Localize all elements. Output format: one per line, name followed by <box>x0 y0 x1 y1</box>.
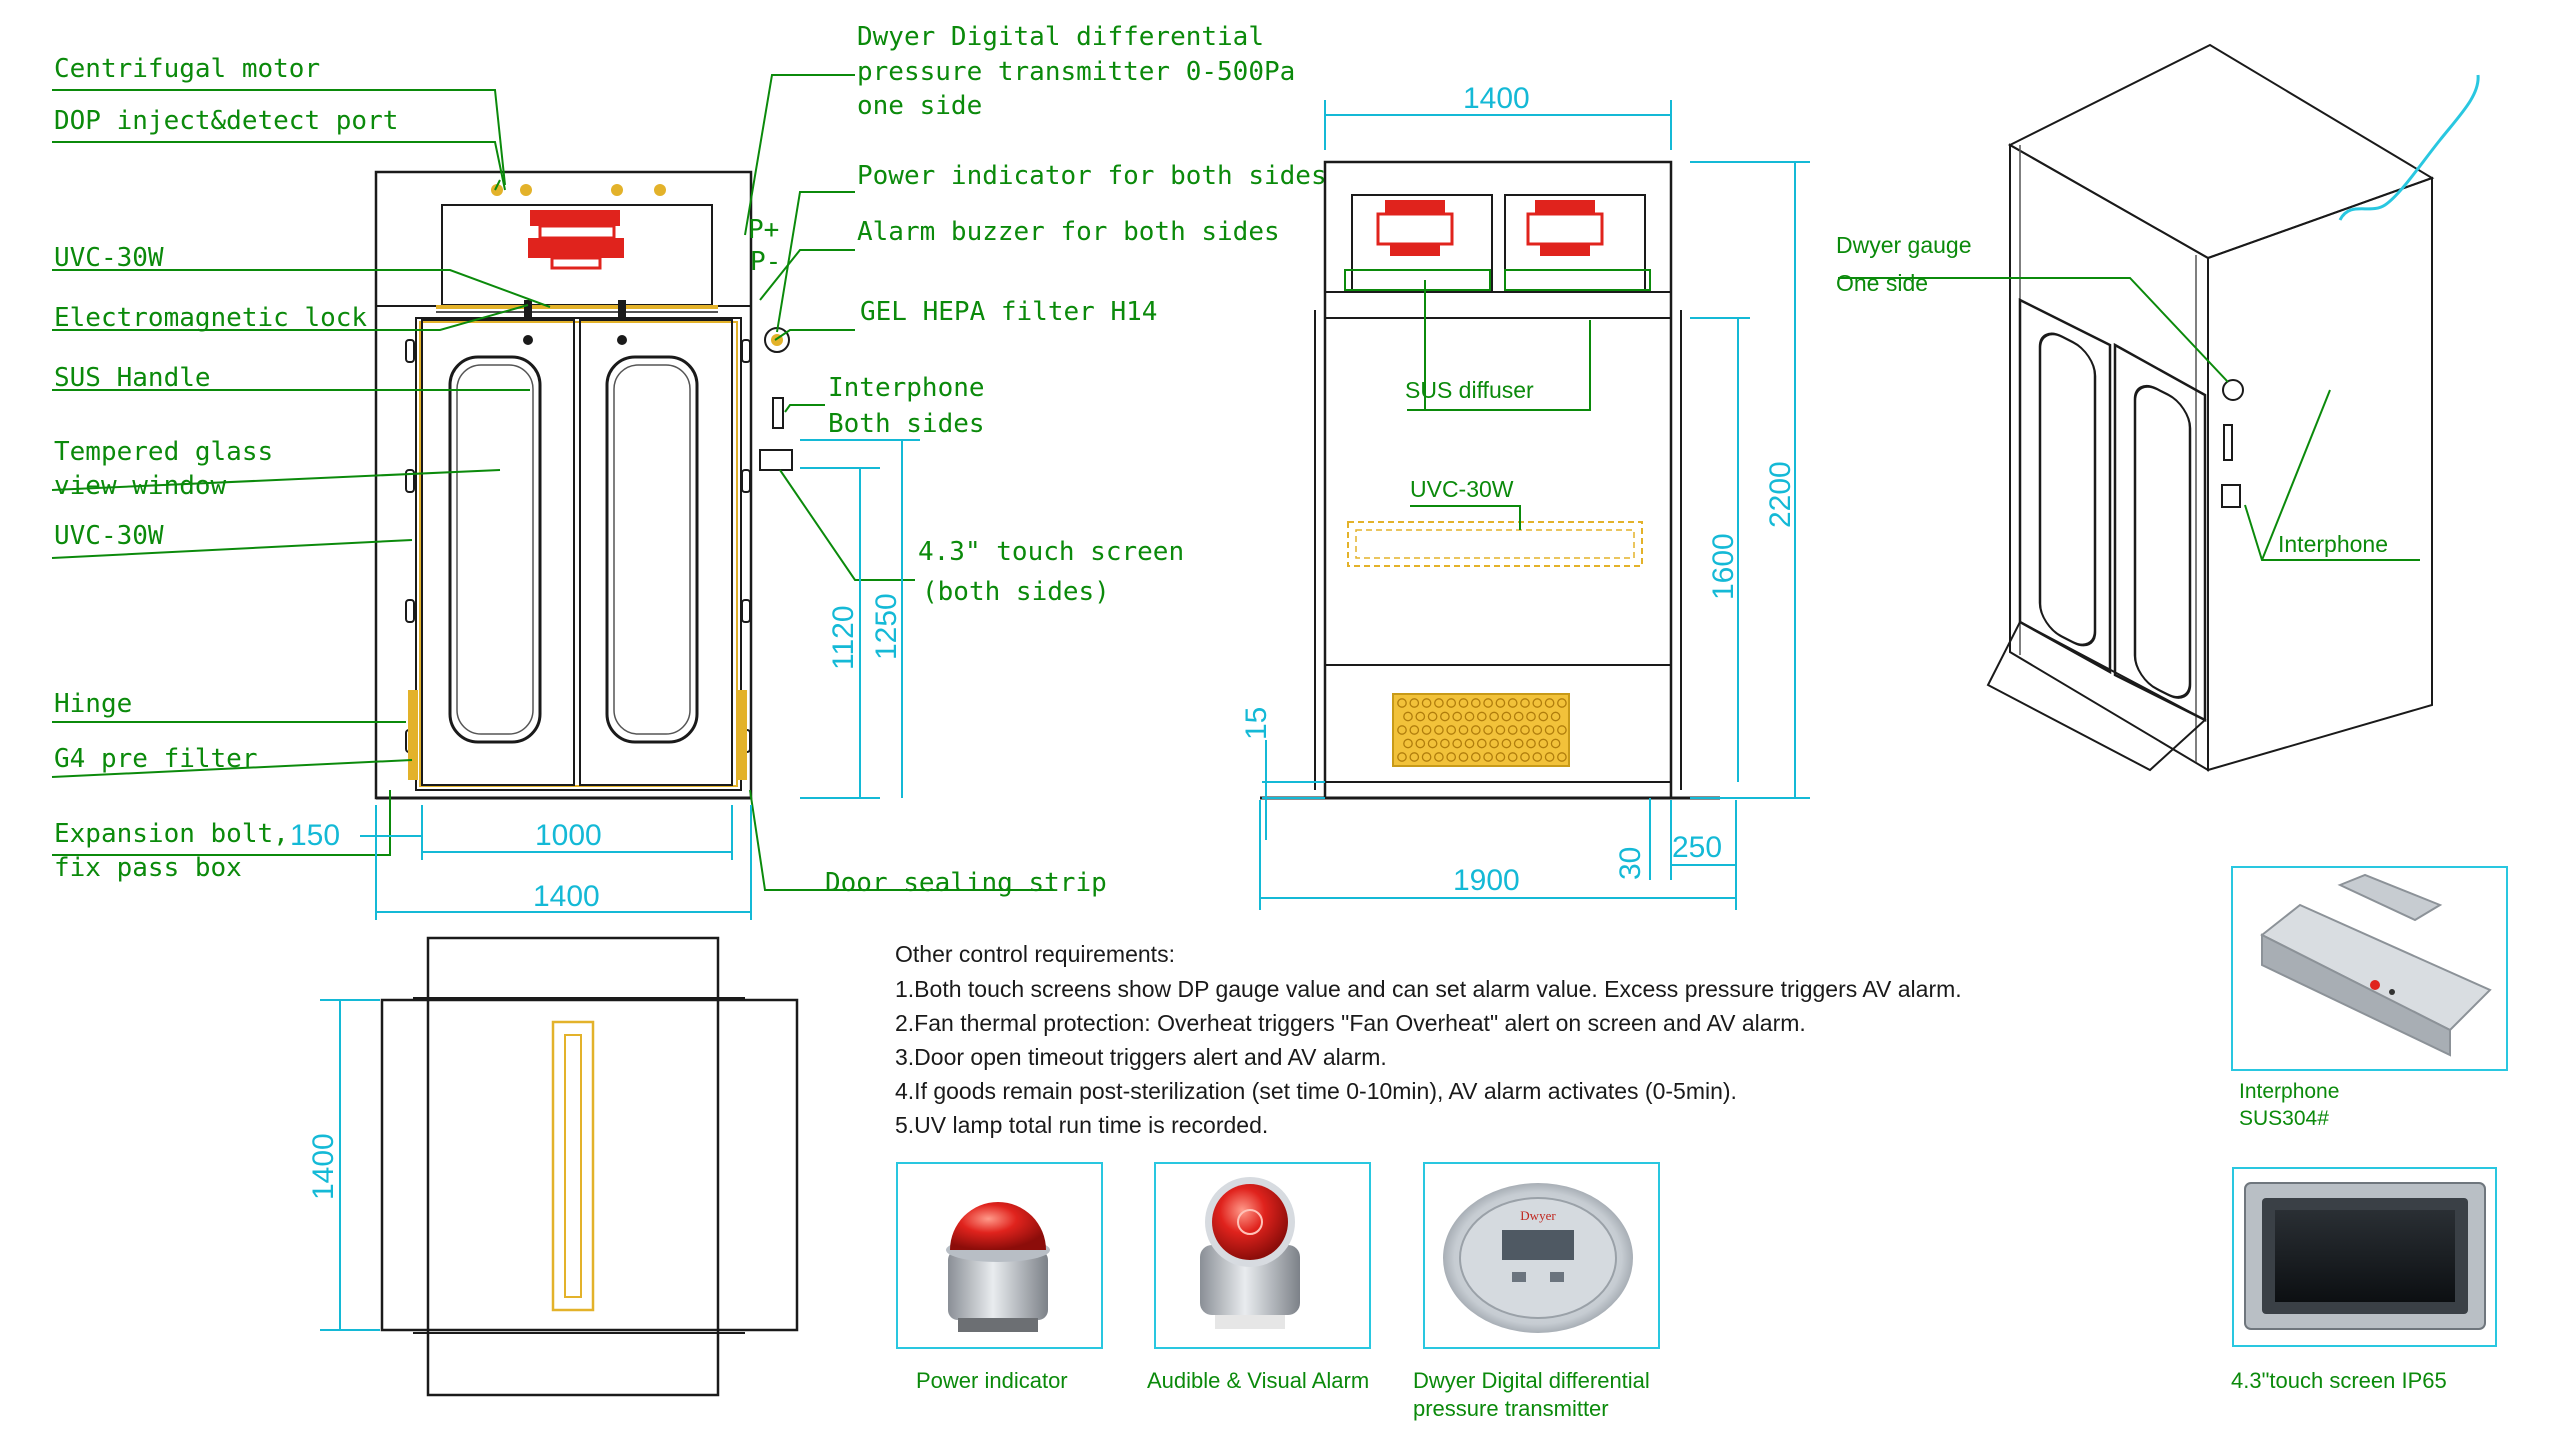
g4-filter-grille <box>1392 693 1570 767</box>
touchscreen-photo: 4.3"touch screen IP65 <box>2231 1167 2497 1393</box>
dim-1400-top: 1400 <box>307 1133 340 1200</box>
dim-1120: 1120 <box>827 605 860 670</box>
caption-power-indicator: Power indicator <box>916 1368 1068 1393</box>
dim-1400-front: 1400 <box>533 880 600 913</box>
top-dimension-lines <box>320 999 380 1331</box>
label-glass-1: Tempered glass <box>54 437 273 467</box>
fan-icons <box>1376 200 1604 256</box>
front-leader-lines <box>51 74 1053 891</box>
iso-dwyer-gauge-icon <box>2222 379 2244 401</box>
sus-handle-icons <box>523 300 627 345</box>
caption-touchscreen: 4.3"touch screen IP65 <box>2231 1368 2447 1393</box>
iso-top <box>2007 43 2435 260</box>
touch-screen-icon <box>759 449 793 471</box>
interphone-photo: Interphone SUS304# <box>2231 866 2508 1130</box>
label-dwyer-gauge-1: Dwyer gauge <box>1836 232 1972 258</box>
label-power-ind: Power indicator for both sides <box>857 161 1327 191</box>
power-indicator-photo: Power indicator <box>896 1162 1103 1393</box>
label-interphone-2: Both sides <box>828 409 985 439</box>
label-alarm: Alarm buzzer for both sides <box>857 217 1280 247</box>
label-touch-1: 4.3" touch screen <box>918 537 1184 567</box>
label-glass-2: view window <box>54 471 227 501</box>
dim-150: 150 <box>290 819 340 852</box>
top-uvc-lamp <box>551 1020 595 1312</box>
control-notes: Other control requirements: 1.Both touch… <box>895 941 1962 1138</box>
dim-1900: 1900 <box>1453 864 1520 897</box>
dim-2200: 2200 <box>1764 461 1797 528</box>
dim-1000: 1000 <box>535 819 602 852</box>
label-door-strip: Door sealing strip <box>825 868 1107 898</box>
label-centrifugal-motor: Centrifugal motor <box>54 54 320 84</box>
iso-interphone-icon <box>2221 484 2241 508</box>
label-g4-filter: G4 pre filter <box>54 744 258 774</box>
label-uvc-top: UVC-30W <box>54 243 164 273</box>
label-touch-2: (both sides) <box>922 577 1110 607</box>
label-sus-handle: SUS Handle <box>54 363 211 393</box>
left-view-window <box>448 355 542 744</box>
label-p-plus: P+ <box>748 215 779 245</box>
caption-av-alarm: Audible & Visual Alarm <box>1147 1368 1369 1393</box>
hinge-icons <box>405 339 751 780</box>
dim-1250: 1250 <box>870 593 903 660</box>
dwyer-photo: Dwyer Dwyer Digital differential pressur… <box>1413 1162 1660 1421</box>
dwyer-logo: Dwyer <box>1520 1208 1556 1223</box>
caption-dwyer-1: Dwyer Digital differential <box>1413 1368 1650 1393</box>
side-leader-lines <box>1407 280 1591 530</box>
note-item-5: 5.UV lamp total run time is recorded. <box>895 1112 1268 1138</box>
notes-title: Other control requirements: <box>895 941 1175 967</box>
label-em-lock: Electromagnetic lock <box>54 303 367 333</box>
label-bolt-2: fix pass box <box>54 853 242 883</box>
right-view-window <box>605 355 699 744</box>
side-dimension-lines <box>1259 100 1810 910</box>
caption-interphone-2: SUS304# <box>2239 1107 2329 1130</box>
av-alarm-photo: Audible & Visual Alarm <box>1147 1162 1371 1393</box>
uvc-lamp <box>1347 521 1643 567</box>
label-hepa: GEL HEPA filter H14 <box>860 297 1157 327</box>
note-item-4: 4.If goods remain post-sterilization (se… <box>895 1078 1737 1104</box>
front-view: Centrifugal motor DOP inject&detect port… <box>51 22 1327 920</box>
note-item-1: 1.Both touch screens show DP gauge value… <box>895 976 1962 1002</box>
dim-1400-side: 1400 <box>1463 82 1530 115</box>
top-outline <box>426 936 720 1397</box>
caption-dwyer-2: pressure transmitter <box>1413 1396 1609 1421</box>
label-interphone-1: Interphone <box>828 373 985 403</box>
dim-30: 30 <box>1614 847 1647 880</box>
label-p-minus: P- <box>750 247 781 277</box>
front-cabinet-outline <box>374 170 753 800</box>
label-dwyer-gauge-2: One side <box>1836 270 1928 296</box>
label-iso-interphone: Interphone <box>2278 531 2388 557</box>
label-uvc-side: UVC-30W <box>54 521 164 551</box>
top-view: 1400 <box>307 936 799 1397</box>
label-dop-port: DOP inject&detect port <box>54 106 398 136</box>
label-hinge: Hinge <box>54 689 132 719</box>
interphone-icon <box>772 397 784 429</box>
right-door <box>579 319 733 786</box>
dim-1600: 1600 <box>1707 533 1740 600</box>
iso-view: Dwyer gauge One side Interphone <box>1836 43 2480 772</box>
label-dwyer-2: pressure transmitter 0-500Pa <box>857 57 1295 87</box>
note-item-2: 2.Fan thermal protection: Overheat trigg… <box>895 1010 1806 1036</box>
dim-250: 250 <box>1672 831 1722 864</box>
side-view: SUS diffuser UVC-30W 1400 2200 1600 15 3… <box>1240 82 1810 910</box>
left-door <box>421 319 575 786</box>
centrifugal-motor-icon <box>528 210 624 270</box>
label-sus-diffuser: SUS diffuser <box>1405 377 1534 403</box>
dop-port-icons <box>491 184 666 196</box>
front-dimension-lines <box>360 439 920 920</box>
caption-interphone-1: Interphone <box>2239 1080 2339 1103</box>
iso-leader-lines <box>1838 277 2420 561</box>
dim-15: 15 <box>1240 707 1273 740</box>
label-dwyer-1: Dwyer Digital differential <box>857 22 1264 52</box>
iso-side <box>2207 176 2433 772</box>
note-item-3: 3.Door open timeout triggers alert and A… <box>895 1044 1387 1070</box>
label-dwyer-3: one side <box>857 91 982 121</box>
label-side-uvc: UVC-30W <box>1410 476 1514 502</box>
door-frame <box>415 317 742 791</box>
label-bolt-1: Expansion bolt, <box>54 819 289 849</box>
